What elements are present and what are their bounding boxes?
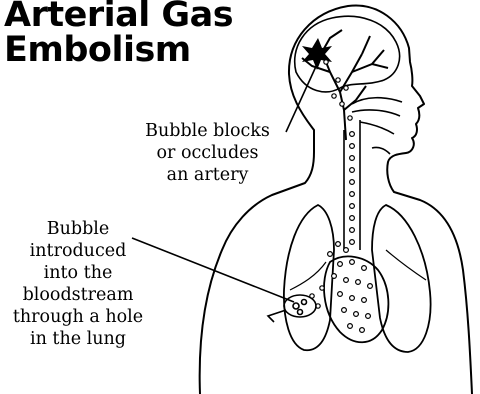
right-lung [372,205,431,352]
bubbles-heart [310,242,373,333]
body-outline [200,5,472,394]
ruptured-alveolus [268,295,316,322]
left-lung [284,205,334,350]
leader-line-top [286,62,318,132]
leader-line-bottom [132,238,294,302]
